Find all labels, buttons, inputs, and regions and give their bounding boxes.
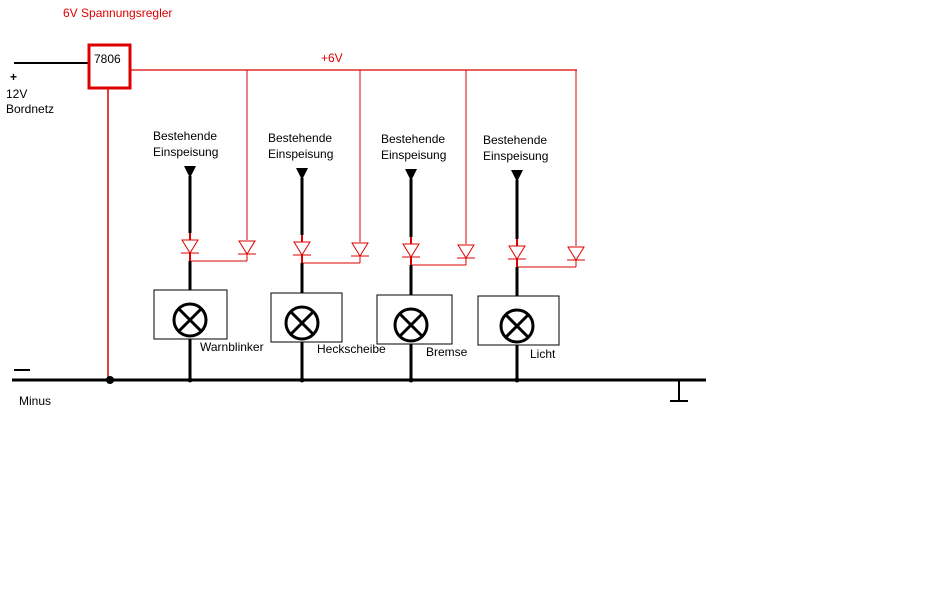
ground-label: Minus (19, 394, 51, 408)
regulator-label: 7806 (94, 52, 121, 66)
lamp-label: Warnblinker (200, 340, 264, 354)
lamp-label: Licht (530, 347, 556, 361)
feed-diode (402, 243, 420, 258)
diode-triangle (457, 244, 475, 259)
lamp-cross-b (177, 307, 203, 333)
ground-node (408, 377, 414, 383)
channels-layer: BestehendeEinspeisungWarnblinkerBestehen… (153, 70, 585, 383)
feed-label-line2: Einspeisung (153, 145, 218, 159)
plus-symbol: + (10, 70, 17, 84)
feed-label-line2: Einspeisung (381, 148, 446, 162)
feed-diode (181, 239, 199, 254)
lamp-icon (393, 307, 429, 343)
feed-diode (293, 241, 311, 256)
lamp-icon (284, 305, 320, 341)
supply-voltage-label: 12V (6, 87, 27, 101)
regulator-box (87, 43, 132, 90)
lamp-cross-b (289, 310, 315, 336)
earth-ground-icon (670, 380, 688, 402)
diode-triangle (293, 241, 311, 256)
lamp-label: Bremse (426, 345, 468, 359)
feed-label-line2: Einspeisung (483, 149, 548, 163)
lamp-label: Heckscheibe (317, 342, 386, 356)
lamp-cross-b (398, 312, 424, 338)
diode-triangle (402, 243, 420, 258)
feed-label-line1: Bestehende (381, 132, 445, 146)
diode-triangle (508, 245, 526, 260)
lamp-icon (172, 302, 208, 338)
diode-triangle (351, 242, 369, 257)
rail-diode (238, 240, 256, 255)
feed-label-line1: Bestehende (483, 133, 547, 147)
feed-diode (508, 245, 526, 260)
feed-arrow-icon (184, 166, 196, 178)
feed-arrow-icon (296, 168, 308, 180)
feed-label-line1: Bestehende (268, 131, 332, 145)
rail-diode (351, 242, 369, 257)
rail-diode (567, 246, 585, 261)
rail-diode (457, 244, 475, 259)
feed-label-line1: Bestehende (153, 129, 217, 143)
diode-triangle (181, 239, 199, 254)
diagram-title: 6V Spannungsregler (63, 6, 172, 20)
supply-name-label: Bordnetz (6, 102, 54, 116)
lamp-cross-b (504, 313, 530, 339)
feed-arrow-icon (511, 170, 523, 182)
ground-node (299, 377, 305, 383)
junction-dot (106, 376, 114, 384)
ground-node (187, 377, 193, 383)
ground-node (514, 377, 520, 383)
diode-triangle (567, 246, 585, 261)
diode-triangle (238, 240, 256, 255)
feed-arrow-icon (405, 169, 417, 181)
lamp-icon (499, 308, 535, 344)
rail-6v-label: +6V (321, 51, 343, 65)
feed-label-line2: Einspeisung (268, 147, 333, 161)
